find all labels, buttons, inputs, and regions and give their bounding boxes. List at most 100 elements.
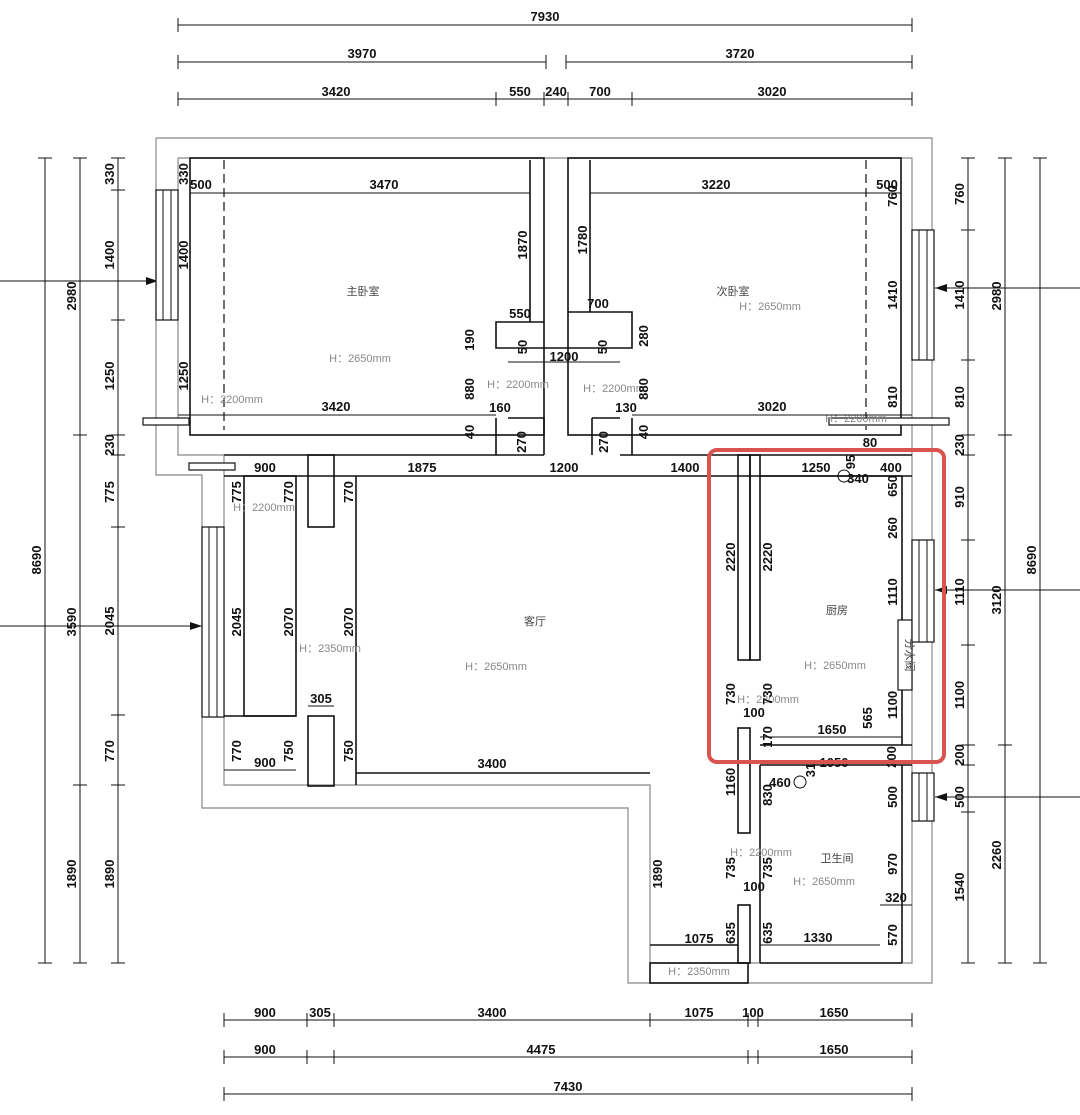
dim-k400: 400 bbox=[880, 460, 902, 475]
dim-k1650: 1650 bbox=[818, 722, 847, 737]
dim-top-seg1: 3420 bbox=[322, 84, 351, 99]
dim-c160: 160 bbox=[489, 400, 511, 415]
dim-l900: 900 bbox=[254, 460, 276, 475]
dim-top-overall: 7930 bbox=[531, 9, 560, 24]
dim-l2070b: 2070 bbox=[341, 608, 356, 637]
dim-l1400: 1400 bbox=[671, 460, 700, 475]
dim-s3220: 3220 bbox=[702, 177, 731, 192]
dim-b500: 500 bbox=[885, 786, 900, 808]
dim-b460: 460 bbox=[769, 775, 791, 790]
dim-right-1110: 1110 bbox=[952, 578, 967, 606]
dim-top-seg4: 700 bbox=[589, 84, 611, 99]
dim-b100: 100 bbox=[743, 879, 765, 894]
dim-l750b: 750 bbox=[341, 740, 356, 762]
dim-k2220a: 2220 bbox=[723, 543, 738, 572]
dim-s1410: 1410 bbox=[885, 281, 900, 310]
dim-k100: 100 bbox=[743, 705, 765, 720]
dim-bottom-305: 305 bbox=[309, 1005, 331, 1020]
dim-s500: 500 bbox=[876, 177, 898, 192]
dim-b830: 830 bbox=[760, 784, 775, 806]
room-master-bedroom: 主卧室 bbox=[347, 284, 380, 298]
height-kitchen: H：2650mm bbox=[804, 660, 866, 672]
dim-b635a: 635 bbox=[723, 922, 738, 944]
height-master: H：2650mm bbox=[329, 353, 391, 365]
dim-k730a: 730 bbox=[723, 683, 738, 705]
dim-left-bottom-block: 1890 bbox=[64, 860, 79, 889]
left-dimensions: 8690 2980 3590 1890 330 1400 1250 230 77… bbox=[0, 157, 202, 964]
dim-k565: 565 bbox=[860, 707, 875, 729]
dim-m1870: 1870 bbox=[515, 231, 530, 260]
dim-b1160: 1160 bbox=[723, 768, 738, 796]
dim-right-910: 910 bbox=[952, 486, 967, 508]
dim-k1110: 1110 bbox=[885, 578, 900, 606]
dim-bottom2-1650: 1650 bbox=[820, 1042, 849, 1057]
dim-s760: 760 bbox=[885, 185, 900, 207]
dim-top-seg3: 240 bbox=[545, 84, 567, 99]
room-second-bedroom: 次卧室 bbox=[717, 284, 750, 298]
dim-k730b: 730 bbox=[760, 683, 775, 705]
top-dimensions: 7930 3970 3720 3420 550 240 700 3020 bbox=[177, 9, 913, 106]
dim-left-top-block: 2980 bbox=[64, 282, 79, 311]
dim-b635b: 635 bbox=[760, 922, 775, 944]
dim-c880a: 880 bbox=[462, 378, 477, 400]
dim-b1330: 1330 bbox=[804, 930, 833, 945]
dim-bottom2-4475: 4475 bbox=[527, 1042, 556, 1057]
dim-left-mid-block: 3590 bbox=[64, 608, 79, 637]
dim-top-seg5: 3020 bbox=[758, 84, 787, 99]
dim-left-2045: 2045 bbox=[102, 607, 117, 636]
height-second: H：2650mm bbox=[739, 301, 801, 313]
dim-m3470: 3470 bbox=[370, 177, 399, 192]
dim-k1250: 1250 bbox=[802, 460, 831, 475]
dim-b31: 31 bbox=[803, 763, 818, 777]
dim-b970: 970 bbox=[885, 853, 900, 875]
dim-k170: 170 bbox=[760, 726, 775, 748]
height-living: H：2650mm bbox=[465, 661, 527, 673]
dim-left-1400: 1400 bbox=[102, 241, 117, 270]
dim-right-200: 200 bbox=[952, 744, 967, 766]
dim-right-1100: 1100 bbox=[952, 681, 967, 709]
dim-right-760: 760 bbox=[952, 183, 967, 205]
dim-c270b: 270 bbox=[596, 431, 611, 453]
dim-k2220b: 2220 bbox=[760, 543, 775, 572]
dim-l1890: 1890 bbox=[650, 860, 665, 889]
dim-c50a: 50 bbox=[515, 340, 530, 354]
dim-right-top-block: 2980 bbox=[989, 282, 1004, 311]
dim-c50b: 50 bbox=[595, 340, 610, 354]
dim-m500: 500 bbox=[190, 177, 212, 192]
room-living: 客厅 bbox=[524, 614, 546, 628]
dim-k650: 650 bbox=[885, 475, 900, 497]
dim-bottom-overall: 7430 bbox=[554, 1079, 583, 1094]
dim-left-230: 230 bbox=[102, 434, 117, 456]
dim-l770b: 770 bbox=[341, 481, 356, 503]
dim-top-left-half: 3970 bbox=[348, 46, 377, 61]
dim-bottom-1650: 1650 bbox=[820, 1005, 849, 1020]
dim-c80: 80 bbox=[863, 435, 877, 450]
dim-b735a: 735 bbox=[723, 857, 738, 879]
dim-left-775: 775 bbox=[102, 481, 117, 503]
dim-b735b: 735 bbox=[760, 857, 775, 879]
dim-bottom-3400: 3400 bbox=[478, 1005, 507, 1020]
dim-l1875: 1875 bbox=[408, 460, 437, 475]
dim-s810: 810 bbox=[885, 386, 900, 408]
dim-c550: 550 bbox=[509, 306, 531, 321]
dim-left-1250: 1250 bbox=[102, 362, 117, 391]
right-dimensions: 8690 2980 3120 2260 760 1410 810 230 910… bbox=[935, 157, 1080, 964]
height-master-window: H：2200mm bbox=[201, 394, 263, 406]
kitchen-highlight-box bbox=[707, 448, 946, 764]
windows bbox=[155, 189, 935, 822]
dim-k340: 340 bbox=[847, 471, 869, 486]
dim-l305: 305 bbox=[310, 691, 332, 706]
dim-right-1540: 1540 bbox=[952, 873, 967, 902]
dim-l750a: 750 bbox=[281, 740, 296, 762]
height-bath-door: H：2200mm bbox=[730, 847, 792, 859]
dim-right-mid-block: 3120 bbox=[989, 586, 1004, 615]
dim-right-810: 810 bbox=[952, 386, 967, 408]
dim-m1400: 1400 bbox=[176, 241, 191, 270]
dim-c40a: 40 bbox=[462, 425, 477, 439]
dim-k260: 260 bbox=[885, 517, 900, 539]
dim-k1100: 1100 bbox=[885, 691, 900, 719]
dim-b320: 320 bbox=[885, 890, 907, 905]
height-kitchen-door: H：2200mm bbox=[737, 694, 799, 706]
dim-l770c: 770 bbox=[229, 740, 244, 762]
